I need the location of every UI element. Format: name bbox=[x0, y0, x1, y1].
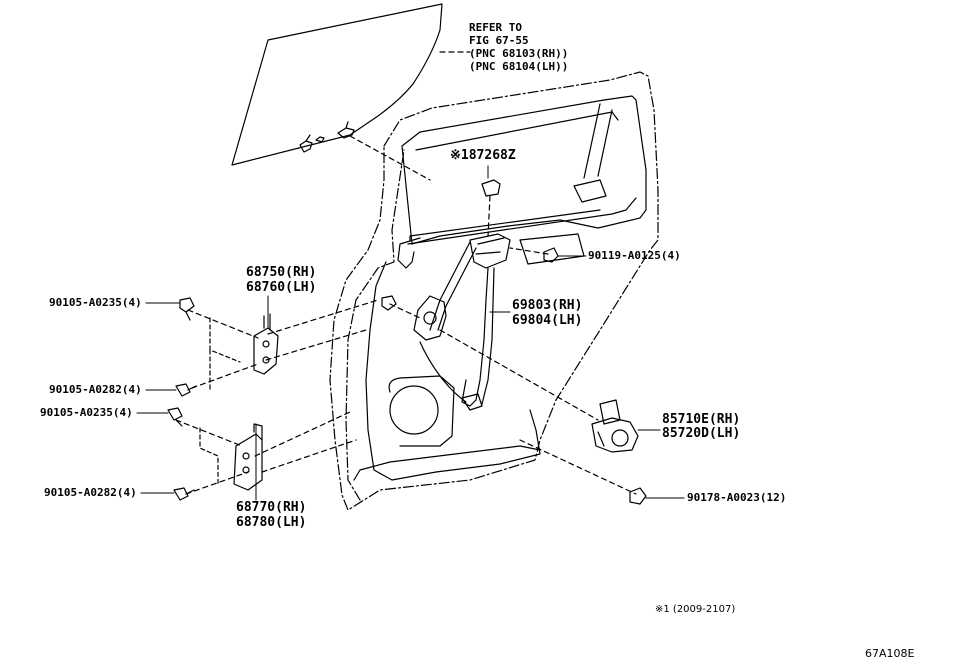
hinge-brackets bbox=[199, 317, 241, 487]
clip-187268z bbox=[481, 179, 501, 197]
assembly-leader-lines bbox=[175, 195, 637, 495]
nut-bottom-label: 90178-A0023(12) bbox=[687, 491, 787, 504]
door-inner-panel bbox=[353, 95, 647, 481]
regulator-lh-label: 69804(LH) bbox=[512, 313, 583, 328]
refer-line-3: (PNC 68103(RH)) bbox=[469, 47, 569, 60]
refer-line-2: FIG 67-55 bbox=[469, 34, 529, 47]
bolt-upper-hinge-2-label: 90105-A0282(4) bbox=[49, 383, 142, 396]
bolt-upper-hinge-2 bbox=[175, 383, 197, 397]
bolt-upper-hinge-1-label: 90105-A0235(4) bbox=[49, 296, 142, 309]
lower-hinge-rh-label: 68770(RH) bbox=[236, 500, 307, 515]
lower-hinge-lh-label: 68780(LH) bbox=[236, 515, 307, 530]
upper-hinge-lh-label: 68760(LH) bbox=[246, 280, 317, 295]
lower-hinge bbox=[233, 423, 263, 491]
regulator-rh-label: 69803(RH) bbox=[512, 298, 583, 313]
door-shell bbox=[329, 71, 659, 511]
bolts bbox=[167, 247, 647, 505]
motor-lh-label: 85720D(LH) bbox=[662, 426, 741, 441]
nut-90178 bbox=[629, 487, 647, 505]
bolt-upper-hinge-1 bbox=[179, 297, 195, 321]
motor-rh-label: 85710E(RH) bbox=[662, 412, 741, 427]
figure-id: 67A108E bbox=[865, 647, 915, 660]
glass-guide-lines bbox=[349, 51, 471, 181]
refer-line-1: REFER TO bbox=[469, 21, 522, 34]
bolt-lower-hinge-1 bbox=[167, 407, 183, 427]
refer-line-4: (PNC 68104(LH)) bbox=[469, 60, 569, 73]
label-leader-lines bbox=[136, 165, 685, 501]
bolt-lower-hinge-1-label: 90105-A0235(4) bbox=[40, 406, 133, 419]
upper-hinge-rh-label: 68750(RH) bbox=[246, 265, 317, 280]
bolt-regulator bbox=[381, 295, 397, 311]
footnote: ※1 (2009-2107) bbox=[655, 604, 736, 615]
regulator-motor bbox=[591, 399, 639, 453]
bolt-lower-hinge-2-label: 90105-A0282(4) bbox=[44, 486, 137, 499]
upper-hinge bbox=[253, 313, 279, 375]
clip-part-label: ※187268Z bbox=[450, 148, 516, 163]
bolt-lower-hinge-2 bbox=[173, 487, 195, 501]
window-regulator bbox=[413, 233, 511, 411]
door-glass bbox=[231, 3, 443, 166]
bolt-top-right-label: 90119-A0125(4) bbox=[588, 249, 681, 262]
bolt-90119 bbox=[543, 247, 559, 263]
